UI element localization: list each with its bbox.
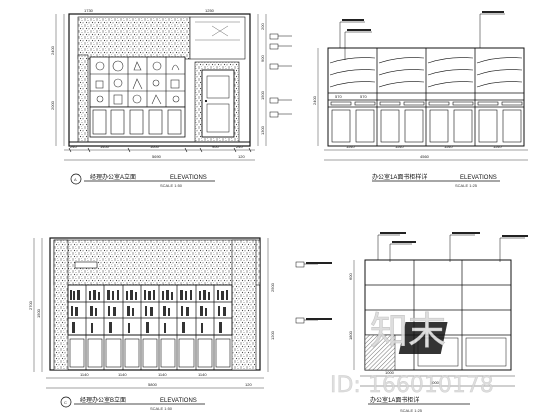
dim-c-bottom-4: 1140 bbox=[198, 372, 207, 377]
dim-b-mid-2: 570 bbox=[360, 94, 367, 99]
dim-d-left-2: 1800 bbox=[348, 330, 353, 340]
dim-d-bottom-1: 1000 bbox=[385, 370, 395, 375]
dim-c-bottom-3: 1140 bbox=[158, 372, 167, 377]
dim-b-total: 4560 bbox=[420, 154, 430, 159]
watermark-logo-block bbox=[398, 322, 448, 354]
dim-b-bottom-3: 1140 bbox=[444, 144, 453, 149]
elevation-view-a: 240 1400 1600 900 240 5690 120 1730 1250… bbox=[50, 8, 292, 188]
dim-a-right-4: 1300 bbox=[260, 125, 265, 135]
dim-a-left-1: 2000 bbox=[50, 100, 55, 110]
view-b-scale: SCALE 1:25 bbox=[455, 183, 478, 188]
view-a-caption-cn: 经理办公室A立面 bbox=[90, 173, 136, 181]
dim-a-bottom-2: 1400 bbox=[100, 144, 110, 149]
dim-a-bottom-5: 240 bbox=[236, 144, 243, 149]
dim-c-left-2: 1500 bbox=[36, 308, 41, 318]
dim-a-right-3: 1500 bbox=[260, 90, 265, 100]
view-a-scale: SCALE 1:50 bbox=[160, 183, 183, 188]
dim-a-bottom-3: 1600 bbox=[150, 144, 160, 149]
view-c-caption-en: ELEVATIONS bbox=[160, 398, 197, 404]
view-d-caption-cn: 办公室1A面书柜详 bbox=[370, 396, 419, 404]
dim-a-total: 5690 bbox=[152, 154, 162, 159]
elevation-view-c: 1140 1140 1140 1140 5800 120 2700 1500 2… bbox=[28, 237, 332, 411]
dim-a-right-2: 900 bbox=[260, 55, 265, 62]
view-b-caption-cn: 办公室1A面书柜样详 bbox=[372, 173, 427, 181]
dim-d-left-1: 600 bbox=[348, 273, 353, 280]
dim-c-bottom-1: 1140 bbox=[80, 372, 89, 377]
dim-a-right-1: 200 bbox=[260, 23, 265, 30]
view-a-id: A bbox=[74, 177, 77, 182]
watermark-logo-text: 知末 bbox=[370, 309, 446, 353]
view-c-id: C bbox=[64, 400, 67, 405]
dim-a-bottom-4: 900 bbox=[212, 144, 219, 149]
view-c-caption-cn: 经理办公室B立面 bbox=[80, 396, 126, 404]
dim-b-bottom-1: 1140 bbox=[346, 144, 355, 149]
annotation-tags-a bbox=[269, 33, 292, 118]
dim-d-bottom-2: 1000 bbox=[430, 380, 440, 385]
view-c-scale: SCALE 1:50 bbox=[150, 406, 173, 411]
dim-b-bottom-4: 1140 bbox=[493, 144, 502, 149]
dim-a-top-1: 1730 bbox=[84, 8, 94, 13]
dim-b-bottom-2: 1140 bbox=[395, 144, 404, 149]
dim-c-offset: 120 bbox=[245, 382, 252, 387]
view-d-scale: SCALE 1:25 bbox=[400, 408, 423, 413]
dim-c-right-2: 1200 bbox=[270, 330, 275, 340]
dim-c-left-1: 2700 bbox=[28, 300, 33, 310]
view-a-caption-en: ELEVATIONS bbox=[170, 175, 207, 181]
dim-c-total: 5800 bbox=[148, 382, 158, 387]
section-marker-c bbox=[60, 396, 72, 408]
dim-c-right-1: 2500 bbox=[270, 282, 275, 292]
dim-a-bottom-1: 240 bbox=[70, 144, 77, 149]
section-marker-a bbox=[70, 173, 82, 185]
watermark: 知末 ID: 166010178 bbox=[330, 309, 494, 399]
dim-b-left-1: 2400 bbox=[312, 95, 317, 105]
dim-b-mid-1: 570 bbox=[335, 94, 342, 99]
view-b-caption-en: ELEVATIONS bbox=[460, 175, 497, 181]
watermark-id-text: ID: 166010178 bbox=[330, 373, 494, 398]
dim-c-bottom-2: 1140 bbox=[118, 372, 127, 377]
dim-a-offset: 120 bbox=[238, 154, 245, 159]
elevation-view-b: 570 570 1140 1140 1140 1140 4560 2400 办公… bbox=[312, 11, 528, 188]
dim-a-top-2: 1250 bbox=[205, 8, 215, 13]
dim-a-left-2: 2400 bbox=[50, 45, 55, 55]
